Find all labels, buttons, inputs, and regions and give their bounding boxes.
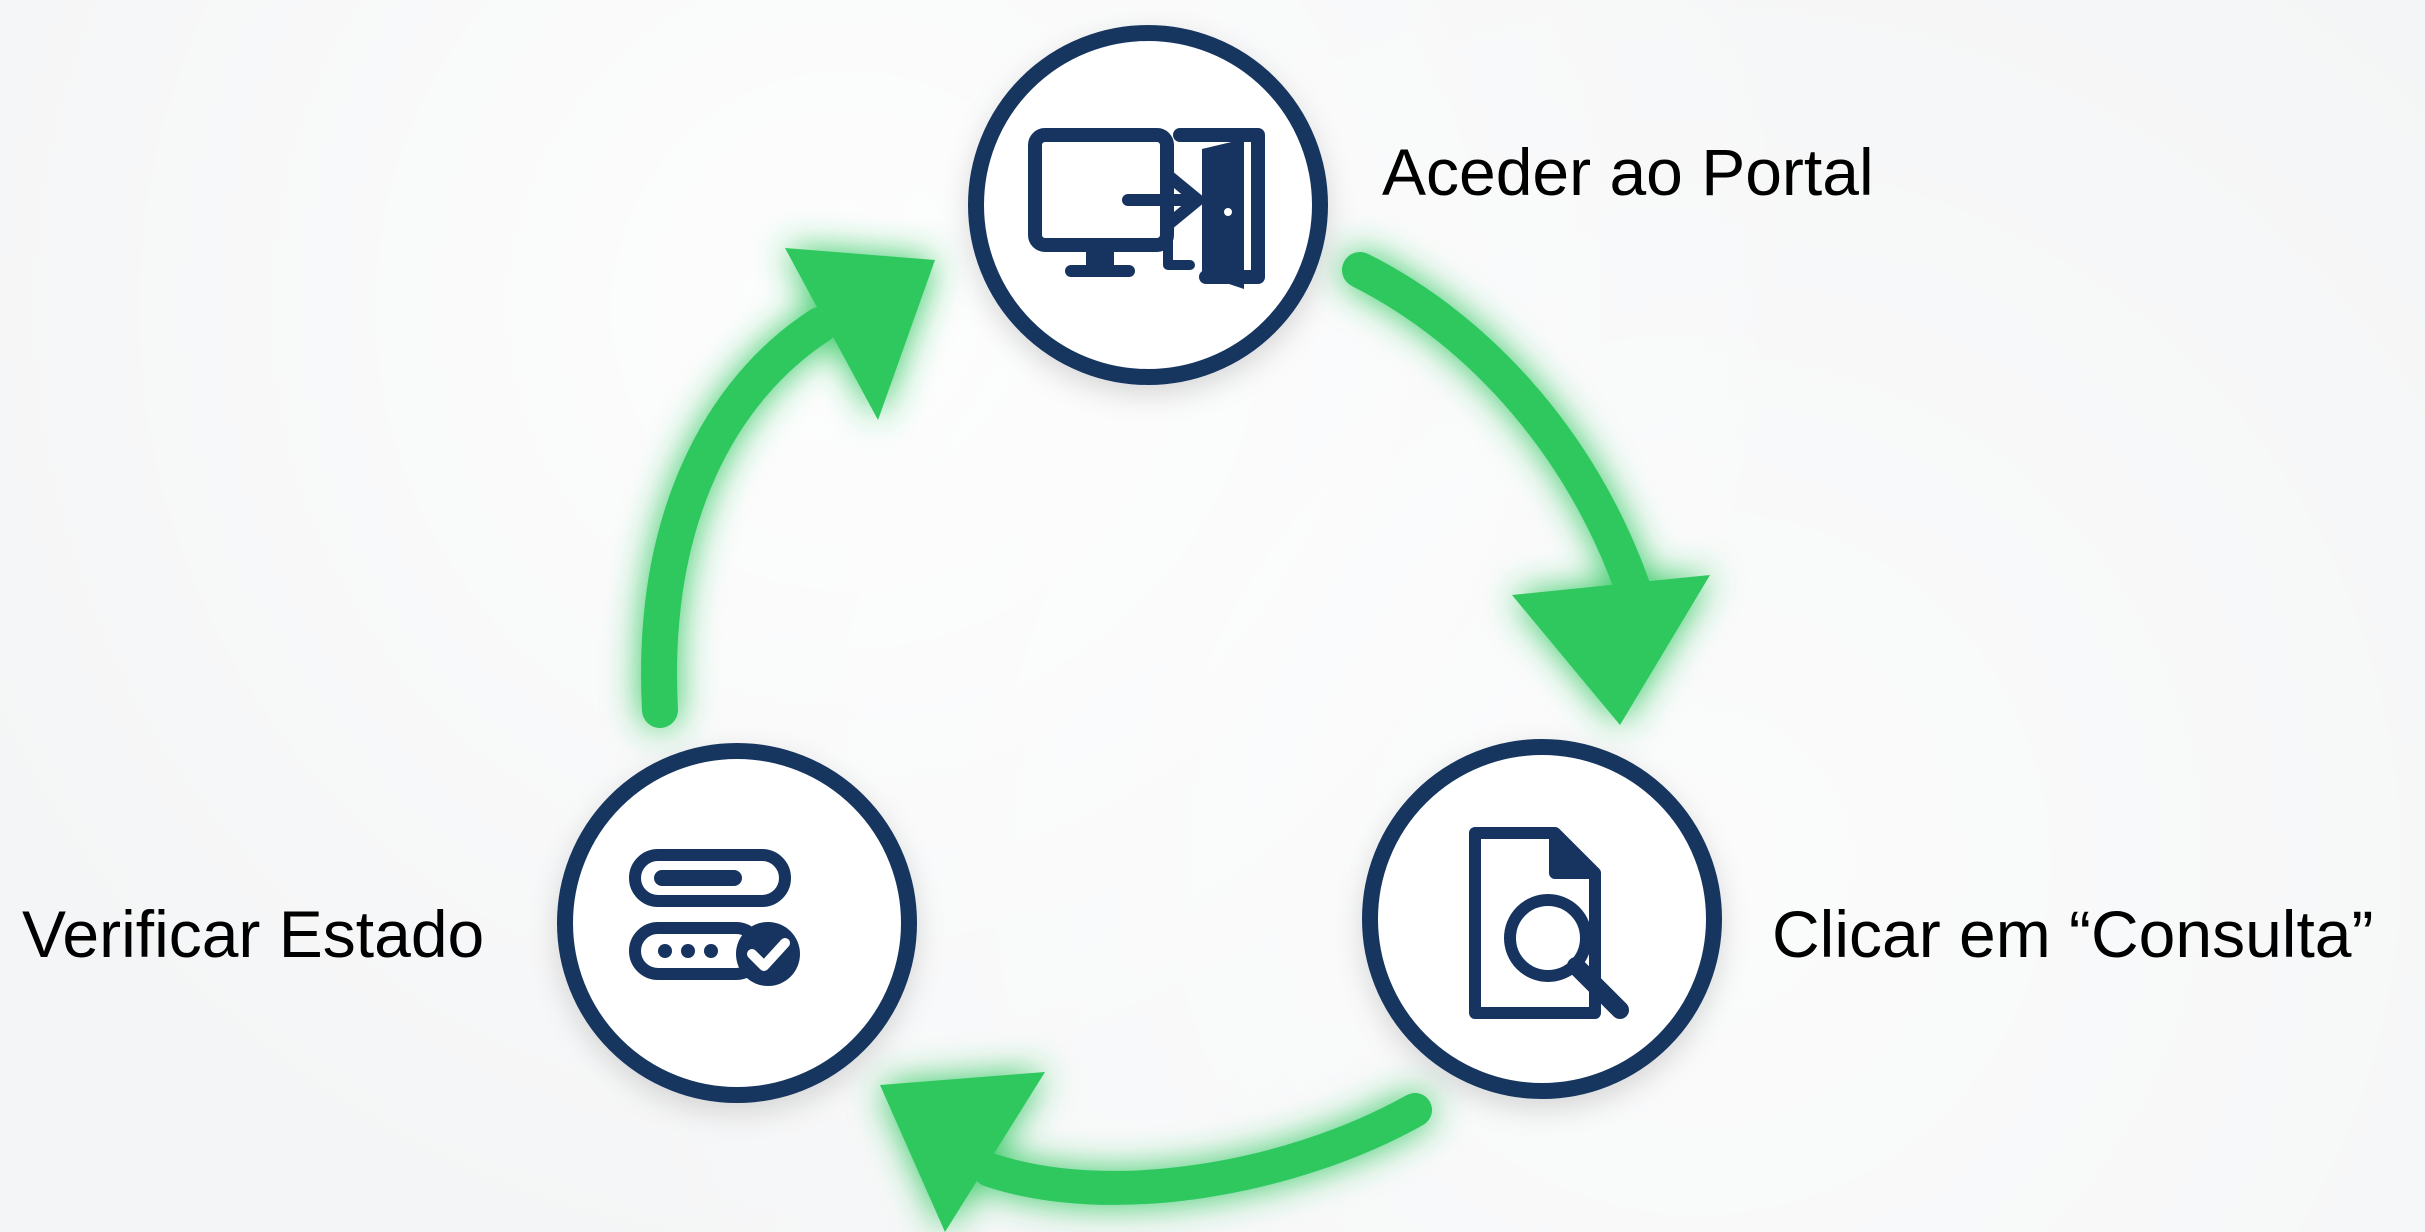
arrowhead-estado-to-portal bbox=[785, 248, 935, 420]
arrowhead-consulta-to-estado bbox=[880, 1072, 1045, 1232]
arrow-estado-to-portal bbox=[641, 307, 838, 728]
arrow-consulta-to-estado bbox=[973, 1093, 1432, 1205]
arrowhead-portal-to-consulta bbox=[1512, 575, 1710, 725]
status-check-icon bbox=[629, 849, 800, 986]
document-search-icon bbox=[1469, 827, 1629, 1019]
step-label-consulta: Clicar em “Consulta” bbox=[1772, 897, 2374, 971]
step-label-estado: Verificar Estado bbox=[22, 897, 485, 971]
step-label-portal: Aceder ao Portal bbox=[1382, 135, 1874, 209]
computer-login-icon bbox=[1028, 128, 1265, 289]
cycle-arrows bbox=[641, 248, 1710, 1232]
arrow-portal-to-consulta bbox=[1342, 252, 1658, 628]
step-circle-consulta bbox=[1362, 739, 1722, 1099]
